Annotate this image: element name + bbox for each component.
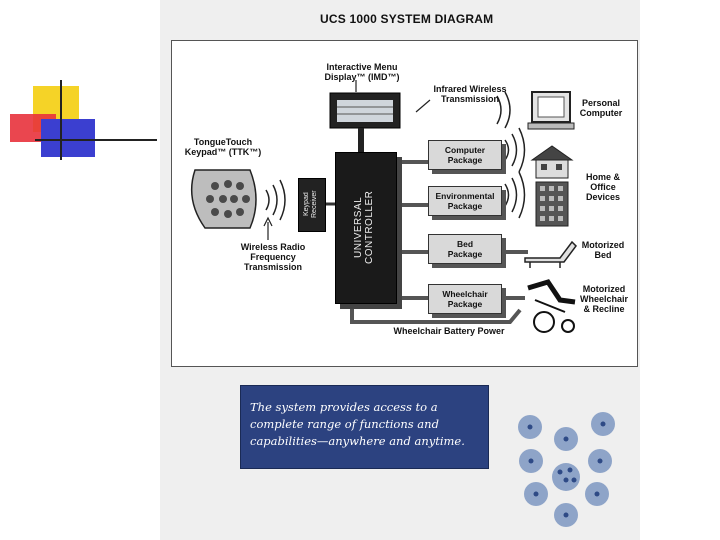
decorative-dots — [518, 412, 615, 527]
wheelchair-icon — [527, 279, 576, 333]
universal-controller-label: UNIVERSAL CONTROLLER — [353, 190, 375, 264]
package-device-lines — [502, 250, 528, 300]
ttk-label: TongueTouch Keypad™ (TTK™) — [184, 137, 262, 157]
radio-label: Wireless Radio Frequency Transmission — [240, 242, 306, 272]
imd-device-icon — [329, 92, 401, 152]
wheelchair-package: Wheelchair Package — [428, 284, 502, 314]
house-icon — [530, 145, 574, 179]
battery-power-label: Wheelchair Battery Power — [393, 326, 505, 336]
environmental-package: Environmental Package — [428, 186, 502, 216]
package-wave-icons — [496, 91, 526, 219]
tongue-keypad-icon — [190, 169, 257, 229]
keypad-receiver — [298, 178, 326, 232]
infrared-label: Infrared Wireless Transmission — [433, 84, 507, 104]
motorized-bed-icon — [524, 240, 577, 268]
pc-device-label: Personal Computer — [579, 98, 623, 118]
imd-label: Interactive Menu Display™ (IMD™) — [324, 62, 400, 82]
office-building-icon — [535, 181, 569, 227]
universal-controller — [335, 152, 397, 304]
computer-package: Computer Package — [428, 140, 502, 170]
horizontal-rule — [35, 139, 157, 141]
caption-text: The system provides access to a complete… — [250, 400, 465, 448]
computer-icon — [527, 91, 575, 130]
pointer-arrows — [263, 80, 431, 240]
radio-wave-icon — [265, 179, 286, 221]
keypad-receiver-label: Keypad Receiver — [303, 190, 318, 218]
bed-device-label: Motorized Bed — [581, 240, 625, 260]
diagram-title: UCS 1000 SYSTEM DIAGRAM — [320, 12, 494, 26]
home-office-device-label: Home & Office Devices — [585, 172, 621, 202]
wheelchair-device-label: Motorized Wheelchair & Recline — [579, 284, 628, 314]
vertical-rule — [60, 80, 62, 160]
bed-package: Bed Package — [428, 234, 502, 264]
blue-square — [41, 119, 95, 157]
caption-box — [240, 385, 489, 469]
